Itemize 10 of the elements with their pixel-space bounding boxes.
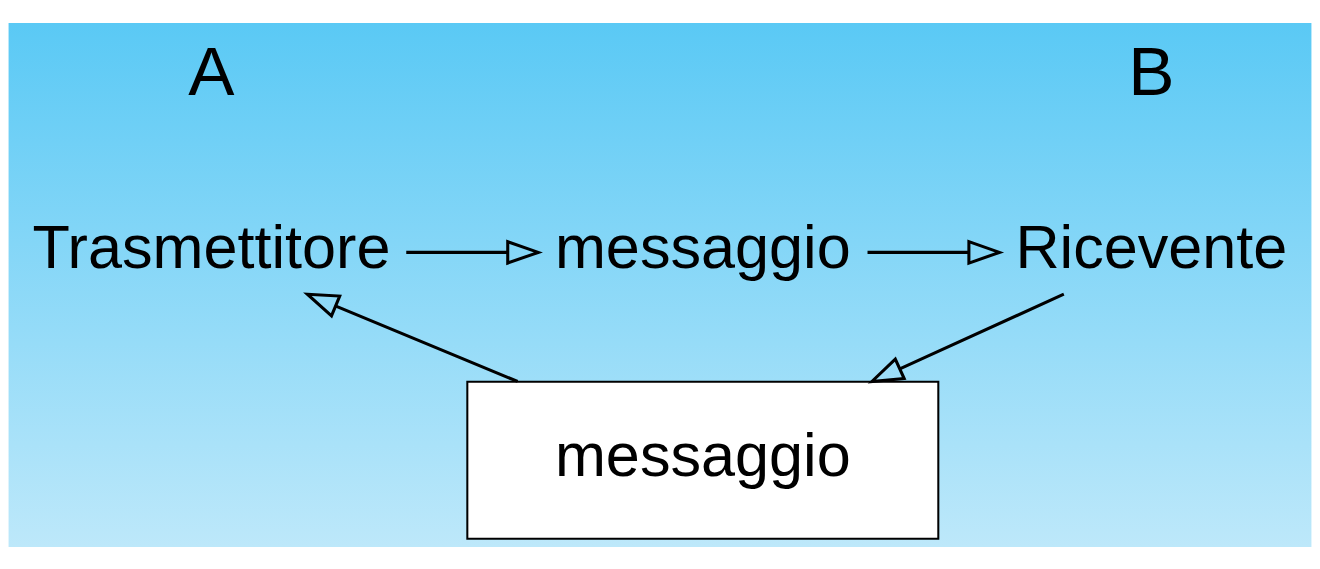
arrow [303, 291, 519, 383]
arrow [406, 239, 543, 265]
arrow [867, 292, 1065, 383]
node-label: A [188, 31, 235, 110]
node-text: messaggio [554, 212, 851, 281]
node-box: messaggio [466, 380, 940, 540]
arrow [867, 239, 1005, 265]
node-label: B [1128, 31, 1175, 110]
node-text: Ricevente [1015, 212, 1288, 281]
node-text: Trasmettitore [32, 212, 391, 281]
